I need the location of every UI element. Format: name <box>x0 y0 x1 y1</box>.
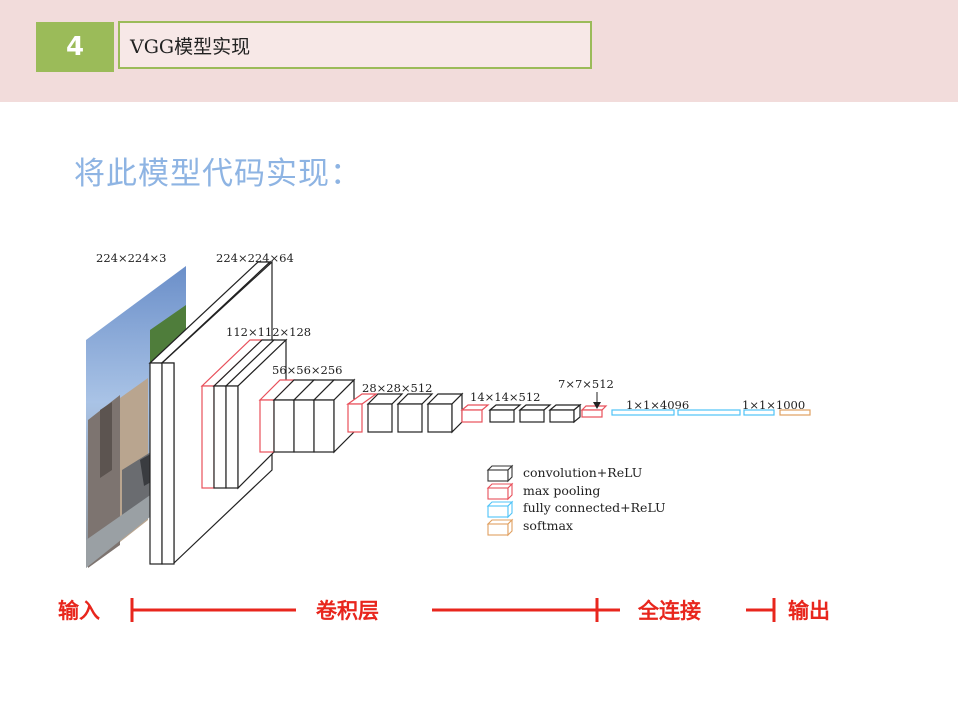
stage-label-fc: 全连接 <box>637 599 701 623</box>
dim-label-conv4: 28×28×512 <box>362 381 433 395</box>
dim-label-softmax: 1×1×1000 <box>742 398 805 412</box>
stage-bar: 输入 卷积层 全连接 输出 <box>58 598 830 623</box>
pool5-block <box>580 392 608 418</box>
fc-blocks <box>611 409 775 416</box>
section-number-badge: 4 <box>36 22 114 72</box>
conv4-blocks <box>346 392 464 434</box>
dim-label-conv3: 56×56×256 <box>272 363 343 377</box>
stage-label-conv: 卷积层 <box>316 599 379 623</box>
dim-label-conv5: 14×14×512 <box>470 390 541 404</box>
dim-label-input: 224×224×3 <box>96 251 167 265</box>
stage-label-input: 输入 <box>58 599 100 623</box>
softmax-block <box>779 409 811 416</box>
legend: convolution+ReLU max pooling fully conne… <box>486 464 666 537</box>
conv5-blocks <box>460 403 582 424</box>
legend-label-pool: max pooling <box>523 483 600 498</box>
section-title-text: VGG模型实现 <box>130 35 251 58</box>
legend-label-fc: fully connected+ReLU <box>523 500 666 515</box>
dim-label-conv2: 112×112×128 <box>226 325 311 339</box>
conv3-blocks <box>258 378 356 454</box>
legend-item-fc: fully connected+ReLU <box>486 500 666 519</box>
legend-label-softmax: softmax <box>523 518 573 533</box>
stage-label-output: 输出 <box>788 599 830 623</box>
slide-subtitle: 将此模型代码实现： <box>74 156 362 192</box>
dim-label-conv1: 224×224×64 <box>216 251 294 265</box>
dim-label-pool5: 7×7×512 <box>558 377 614 391</box>
legend-item-conv: convolution+ReLU <box>486 464 642 483</box>
legend-item-pool: max pooling <box>486 482 600 501</box>
section-title: VGG模型实现 <box>118 21 592 69</box>
legend-item-softmax: softmax <box>486 518 573 537</box>
dim-label-fc: 1×1×4096 <box>626 398 689 412</box>
legend-label-conv: convolution+ReLU <box>523 465 642 480</box>
